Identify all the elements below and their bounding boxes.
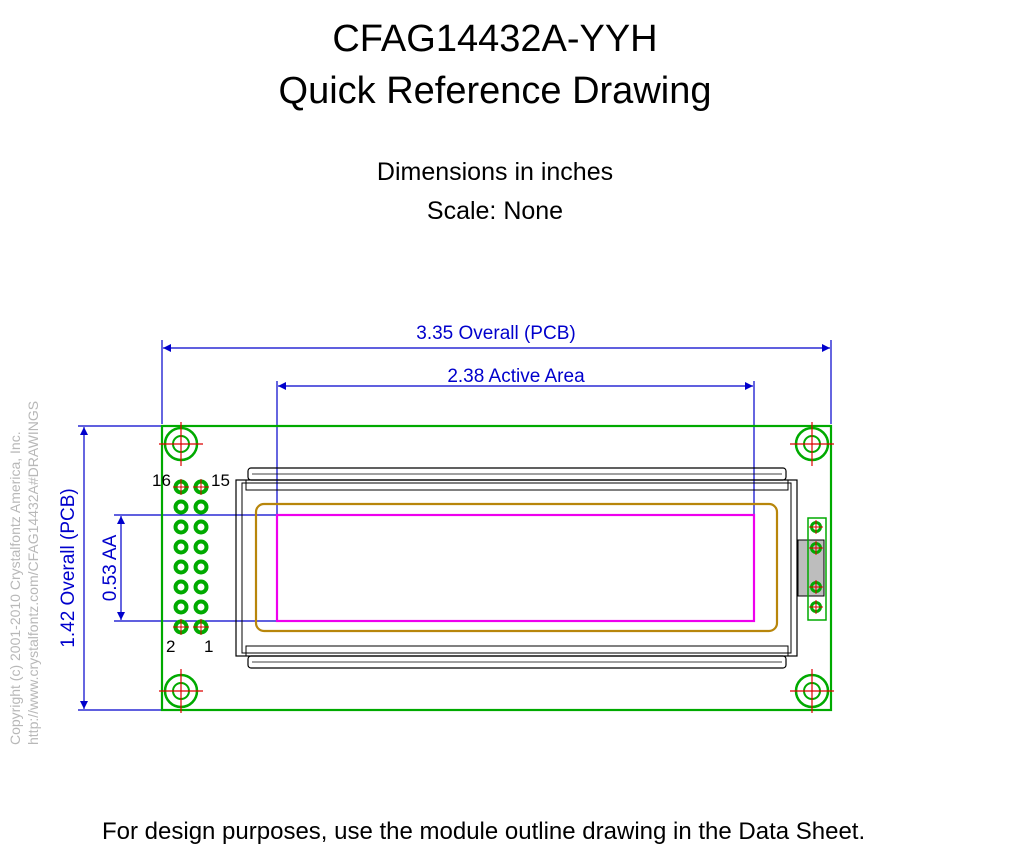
active-height-label: 0.53 AA <box>100 534 121 601</box>
pin-label-15: 15 <box>211 471 230 490</box>
active-width-label: 2.38 Active Area <box>447 366 585 387</box>
active-height-dimension: 0.53 AA <box>100 514 277 622</box>
lcd-frame <box>235 467 798 669</box>
overall-width-dimension: 3.35 Overall (PCB) <box>161 323 832 424</box>
active-area-outline <box>275 513 756 623</box>
overall-height-dimension: 1.42 Overall (PCB) <box>58 425 162 711</box>
viewing-area-outline <box>254 502 779 633</box>
mounting-hole-bottom-left <box>159 669 203 713</box>
backlight-connector <box>797 517 827 621</box>
mounting-hole-bottom-right <box>790 669 834 713</box>
mounting-hole-top-left <box>159 422 203 466</box>
scale-note: Scale: None <box>426 197 564 225</box>
pin-label-16: 16 <box>152 471 171 490</box>
design-note: For design purposes, use the module outl… <box>102 818 866 845</box>
connector-pins: 16 15 2 1 <box>152 471 230 656</box>
drawing-title: CFAG14432A-YYH <box>332 18 658 60</box>
drawing-subtitle: Quick Reference Drawing <box>278 70 712 112</box>
overall-height-label: 1.42 Overall (PCB) <box>58 488 79 647</box>
pin-label-1: 1 <box>204 637 213 656</box>
pcb-outline <box>160 424 833 712</box>
mounting-hole-top-right <box>790 422 834 466</box>
units-note: Dimensions in inches <box>376 158 614 186</box>
pin-label-2: 2 <box>166 637 175 656</box>
overall-width-label: 3.35 Overall (PCB) <box>416 323 575 344</box>
active-width-dimension: 2.38 Active Area <box>276 366 755 514</box>
